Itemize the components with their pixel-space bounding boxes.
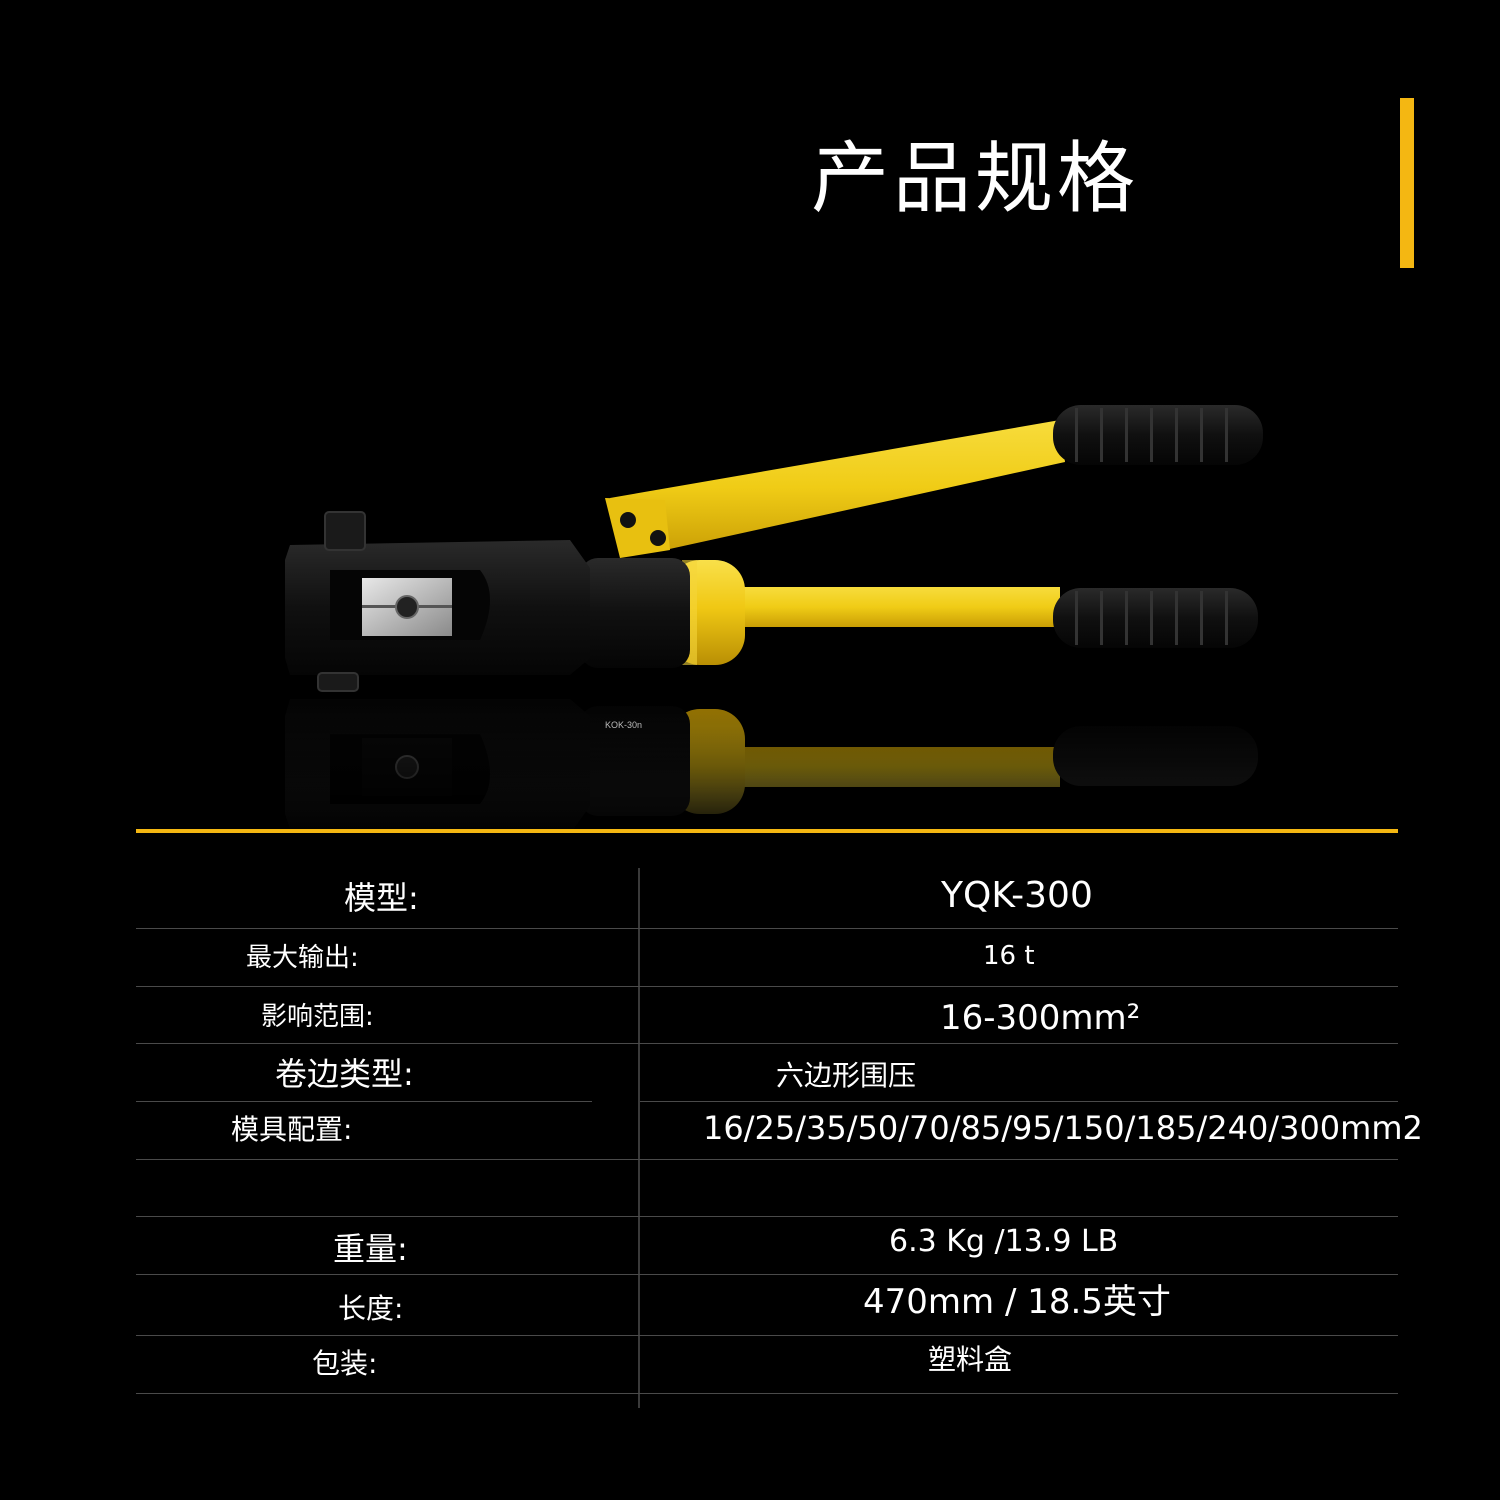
- spec-value: 16-300mm²: [940, 998, 1141, 1038]
- spec-value: 16 t: [983, 941, 1035, 971]
- spec-row-empty: [136, 1160, 1398, 1217]
- spec-row-model: 模型: YQK-300: [136, 868, 1398, 929]
- spec-label: 模型:: [344, 879, 419, 917]
- divider-line: [136, 829, 1398, 833]
- spec-row-weight: 重量: 6.3 Kg /13.9 LB: [136, 1217, 1398, 1275]
- spec-label: 模具配置:: [231, 1113, 353, 1146]
- column-separator: [638, 868, 640, 1408]
- spec-row-crimp-type: 卷边类型: 六边形围压: [136, 1044, 1398, 1102]
- spec-value: YQK-300: [941, 875, 1093, 916]
- spec-label: 影响范围:: [261, 1002, 374, 1032]
- spec-label: 最大输出:: [246, 943, 359, 973]
- spec-table: 模型: YQK-300 最大输出: 16 t 影响范围: 16-300mm² 卷…: [136, 868, 1423, 1408]
- spec-label: 重量:: [333, 1230, 408, 1268]
- product-image: KOK-30n: [270, 390, 1280, 840]
- spec-value: 6.3 Kg /13.9 LB: [889, 1224, 1119, 1259]
- spec-row-length: 长度: 470mm / 18.5英寸: [136, 1275, 1398, 1336]
- spec-value: 470mm / 18.5英寸: [863, 1282, 1171, 1322]
- spec-value: 16/25/35/50/70/85/95/150/185/240/300mm2: [703, 1109, 1423, 1147]
- accent-bar: [1400, 98, 1414, 268]
- spec-label: 长度:: [338, 1292, 404, 1325]
- spec-label: 包装:: [312, 1347, 378, 1380]
- page-title: 产品规格: [810, 134, 1139, 224]
- spec-row-package: 包装: 塑料盒: [136, 1336, 1398, 1394]
- spec-value: 六边形围压: [776, 1059, 917, 1092]
- spec-row-max-output: 最大输出: 16 t: [136, 929, 1398, 987]
- spec-row-dies: 模具配置: 16/25/35/50/70/85/95/150/185/240/3…: [136, 1102, 1423, 1160]
- spec-value: 塑料盒: [928, 1343, 1013, 1376]
- spec-label: 卷边类型:: [275, 1055, 414, 1093]
- spec-row-range: 影响范围: 16-300mm²: [136, 987, 1398, 1044]
- body-marking: KOK-30n: [605, 720, 642, 730]
